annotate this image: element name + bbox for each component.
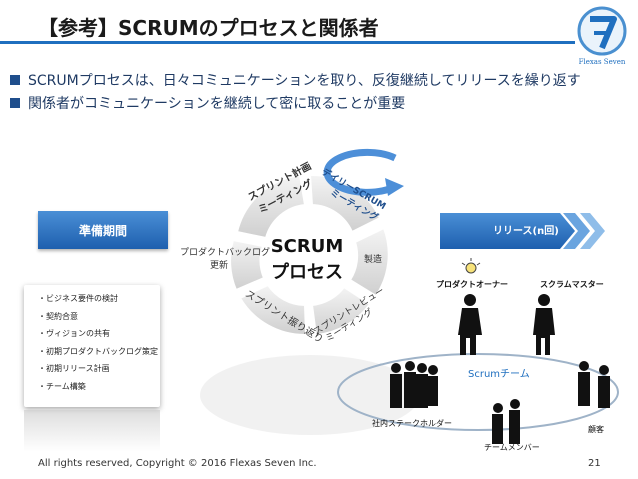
segment-retro [238,283,308,337]
release-chevron-2 [563,213,590,249]
build-label: 製造 [364,255,383,265]
stakeholders-label: 社内ステークホルダー [372,419,452,428]
prep-period-banner: 準備期間 [38,211,168,249]
customer-figures [578,361,610,408]
scrum-team-ellipse [337,353,619,431]
customer-label: 顧客 [588,425,604,434]
segment-build [348,226,390,298]
segment-backlog [229,238,266,292]
prep-task-item: 初期プロダクトバックログ策定 [38,346,160,364]
bullet-2-text: 関係者がコミュニケーションを継続して密に取ることが重要 [28,96,406,112]
bullet-1-text: SCRUMプロセスは、日々コミュニケーションを取り、反復継続してリリースを繰り返… [28,73,581,89]
team-members-label: チームメンバー [484,443,540,452]
prep-list-reflection [24,410,160,452]
bullet-1: SCRUMプロセスは、日々コミュニケーションを取り、反復継続してリリースを繰り返… [10,70,581,90]
release-label: リリース(n回) [493,226,559,237]
product-owner-figure [458,294,482,355]
bullet-2: 関係者がコミュニケーションを継続して密に取ることが重要 [10,93,405,113]
scrum-master-figure [533,294,555,355]
lightbulb-icon [461,258,481,274]
stakeholders-figures [390,361,438,408]
flexas-seven-logo: Flexas Seven [577,6,627,66]
product-owner-label: プロダクトオーナー [436,280,508,289]
release-chevron-3 [580,213,605,249]
title-underline [0,41,575,44]
prep-task-item: ヴィジョンの共有 [38,328,160,346]
footer-copyright: All rights reserved, Copyright © 2016 Fl… [38,458,317,469]
page-number: 21 [588,458,601,469]
cycle-center-title: SCRUM [270,236,344,257]
backlog-label: プロダクトバックログ [180,248,271,258]
bullet-square-icon [10,98,20,108]
scrum-master-label: スクラムマスター [540,280,604,289]
prep-task-item: 契約合意 [38,311,160,329]
bullet-square-icon [10,75,20,85]
segment-review [310,285,372,337]
loop-arrowhead-icon [385,178,404,196]
prep-task-item: チーム構築 [38,381,160,399]
scrum-team-label: Scrumチーム [468,369,530,380]
page-title: 【参考】SCRUMのプロセスと関係者 [38,16,379,40]
loop-arrow-icon [323,148,397,196]
backlog-label-2: 更新 [210,261,229,271]
cycle-center-subtitle: プロセス [271,262,343,283]
segment-planning [235,173,307,240]
logo-text: Flexas Seven [579,58,626,66]
prep-task-list: ビジネス要件の検討 契約合意 ヴィジョンの共有 初期プロダクトバックログ策定 初… [24,285,160,407]
segment-daily [308,173,382,234]
prep-task-item: ビジネス要件の検討 [38,293,160,311]
cycle-center-disc [265,213,353,301]
release-chevron-1 [440,213,575,249]
team-member-figures [492,399,520,444]
prep-task-item: 初期リリース計画 [38,363,160,381]
